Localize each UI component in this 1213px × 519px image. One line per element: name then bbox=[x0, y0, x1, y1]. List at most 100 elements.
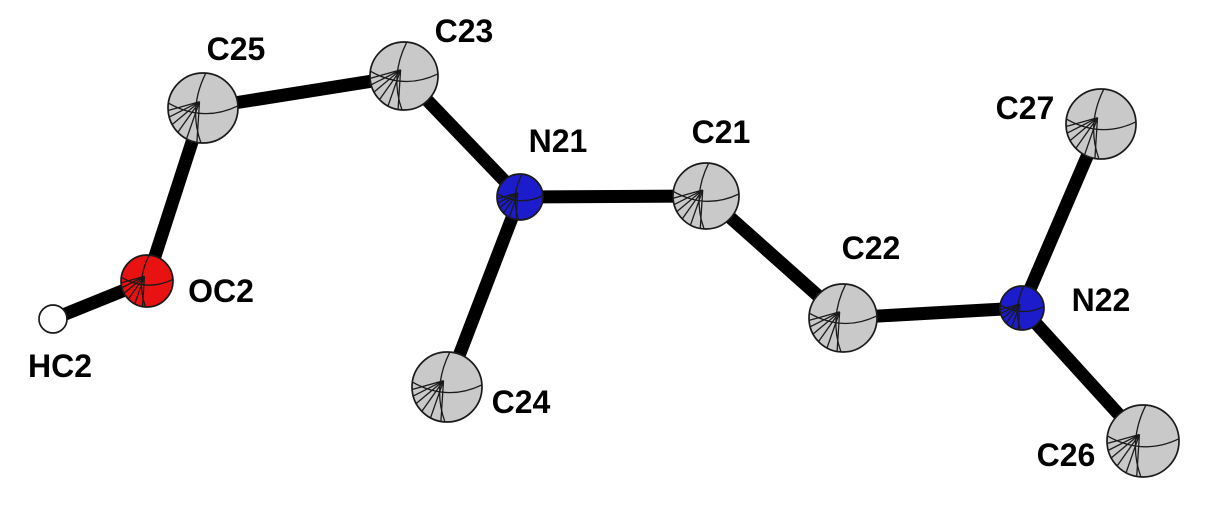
ellipsoid-line bbox=[509, 193, 518, 217]
ellipsoid-line bbox=[1094, 89, 1104, 159]
ellipsoid-line bbox=[827, 312, 840, 348]
ellipsoid-line bbox=[1135, 405, 1145, 477]
ellipsoid-line bbox=[813, 312, 840, 334]
ellipsoid-line bbox=[700, 190, 702, 228]
ellipsoid-line bbox=[673, 190, 703, 198]
ellipsoid-line bbox=[690, 190, 702, 225]
ellipsoid-line bbox=[516, 193, 518, 220]
ellipsoid-line bbox=[168, 103, 237, 114]
ellipsoid-line bbox=[677, 190, 703, 211]
ellipsoid-line bbox=[1137, 435, 1140, 477]
ellipsoid-line bbox=[809, 313, 876, 323]
atom-sphere-C26 bbox=[1107, 405, 1179, 477]
ellipsoid-line bbox=[422, 381, 444, 412]
ellipsoid-line bbox=[1126, 435, 1139, 473]
atom-sphere-HC2 bbox=[39, 305, 67, 333]
ellipsoid-line bbox=[1107, 436, 1178, 447]
ellipsoid-line bbox=[128, 276, 144, 299]
ellipsoid-line bbox=[810, 312, 839, 327]
atom-OC2 bbox=[121, 255, 173, 307]
label-C25: C25 bbox=[207, 31, 266, 67]
ellipsoid-line bbox=[1107, 435, 1139, 444]
label-N21: N21 bbox=[529, 123, 588, 159]
ellipsoid-line bbox=[388, 70, 401, 106]
ellipsoid-line bbox=[413, 381, 443, 396]
label-C22: C22 bbox=[842, 230, 901, 266]
ellipsoid-line bbox=[370, 71, 437, 81]
ellipsoid-line bbox=[441, 381, 444, 422]
atom-sphere-C21 bbox=[673, 163, 739, 229]
ellipsoid-line bbox=[674, 190, 703, 205]
ellipsoid-line bbox=[500, 193, 518, 208]
ellipsoid-line bbox=[197, 102, 200, 143]
atom-N21 bbox=[497, 174, 543, 220]
ellipsoid-line bbox=[440, 352, 450, 422]
ellipsoid-line bbox=[121, 277, 173, 285]
ellipsoid-line bbox=[1117, 435, 1139, 467]
atom-octant-shading-C22 bbox=[809, 284, 877, 352]
ellipsoid-line bbox=[1111, 435, 1139, 458]
atom-octant-shading-N22 bbox=[1000, 286, 1044, 330]
atom-octant-shading-C27 bbox=[1066, 89, 1136, 159]
ellipsoid-line bbox=[1067, 118, 1097, 133]
ellipsoid-line bbox=[187, 102, 200, 139]
ellipsoid-line bbox=[169, 102, 199, 117]
ellipsoid-line bbox=[1076, 118, 1098, 149]
ellipsoid-line bbox=[497, 194, 543, 201]
atom-sphere-C24 bbox=[412, 352, 482, 422]
ellipsoid-line bbox=[397, 42, 407, 110]
ellipsoid-line bbox=[836, 284, 846, 352]
ellipsoid-line bbox=[374, 70, 401, 92]
atom-C25 bbox=[168, 73, 238, 143]
ellipsoid-line bbox=[380, 70, 401, 100]
ellipsoid-line bbox=[142, 276, 144, 306]
ellipsoid-line bbox=[1070, 118, 1097, 141]
ellipsoid-line bbox=[837, 312, 840, 352]
ellipsoid-line bbox=[412, 381, 443, 390]
atom-sphere-N22 bbox=[1000, 286, 1044, 330]
atoms bbox=[39, 42, 1179, 477]
atom-C23 bbox=[370, 42, 438, 110]
label-C23: C23 bbox=[435, 13, 494, 49]
ellipsoid-line bbox=[135, 276, 145, 304]
atom-C22 bbox=[809, 284, 877, 352]
ellipsoid-line bbox=[1000, 305, 1044, 312]
label-HC2: HC2 bbox=[28, 348, 92, 384]
atom-sphere-C27 bbox=[1066, 89, 1136, 159]
atom-HC2 bbox=[39, 305, 67, 333]
ellipsoid-line bbox=[1066, 118, 1097, 127]
ellipsoid-line bbox=[1085, 118, 1098, 155]
ellipsoid-line bbox=[124, 276, 144, 293]
ellipsoid-line bbox=[1095, 118, 1098, 159]
ellipsoid-line bbox=[819, 312, 840, 342]
ellipsoid-line bbox=[178, 102, 200, 133]
atom-octant-shading-C26 bbox=[1107, 405, 1179, 477]
ellipsoid-line bbox=[416, 381, 443, 404]
label-C21: C21 bbox=[692, 114, 751, 150]
atom-octant-shading-OC2 bbox=[121, 255, 173, 307]
label-C27: C27 bbox=[996, 90, 1055, 126]
label-N22: N22 bbox=[1072, 282, 1131, 318]
ellipsoid-line bbox=[398, 70, 401, 110]
ellipsoid-line bbox=[1018, 304, 1020, 330]
ellipsoid-line bbox=[1012, 304, 1020, 327]
ellipsoid-line bbox=[699, 163, 709, 229]
ellipsoid-line bbox=[121, 276, 144, 283]
ellipsoid-line bbox=[809, 312, 840, 321]
atom-N22 bbox=[1000, 286, 1044, 330]
ellipsoid-line bbox=[370, 70, 401, 79]
ellipsoid-line bbox=[196, 73, 206, 143]
ellipsoid-line bbox=[1066, 119, 1135, 130]
atom-C24 bbox=[412, 352, 482, 422]
ellipsoid-line bbox=[1003, 304, 1020, 318]
label-OC2: OC2 bbox=[188, 273, 254, 309]
atom-sphere-C25 bbox=[168, 73, 238, 143]
ellipsoid-line bbox=[172, 102, 199, 125]
ellipsoid-line bbox=[1006, 304, 1020, 323]
atom-C27 bbox=[1066, 89, 1136, 159]
ellipsoid-line bbox=[1000, 304, 1020, 310]
ellipsoid-line bbox=[371, 70, 400, 85]
